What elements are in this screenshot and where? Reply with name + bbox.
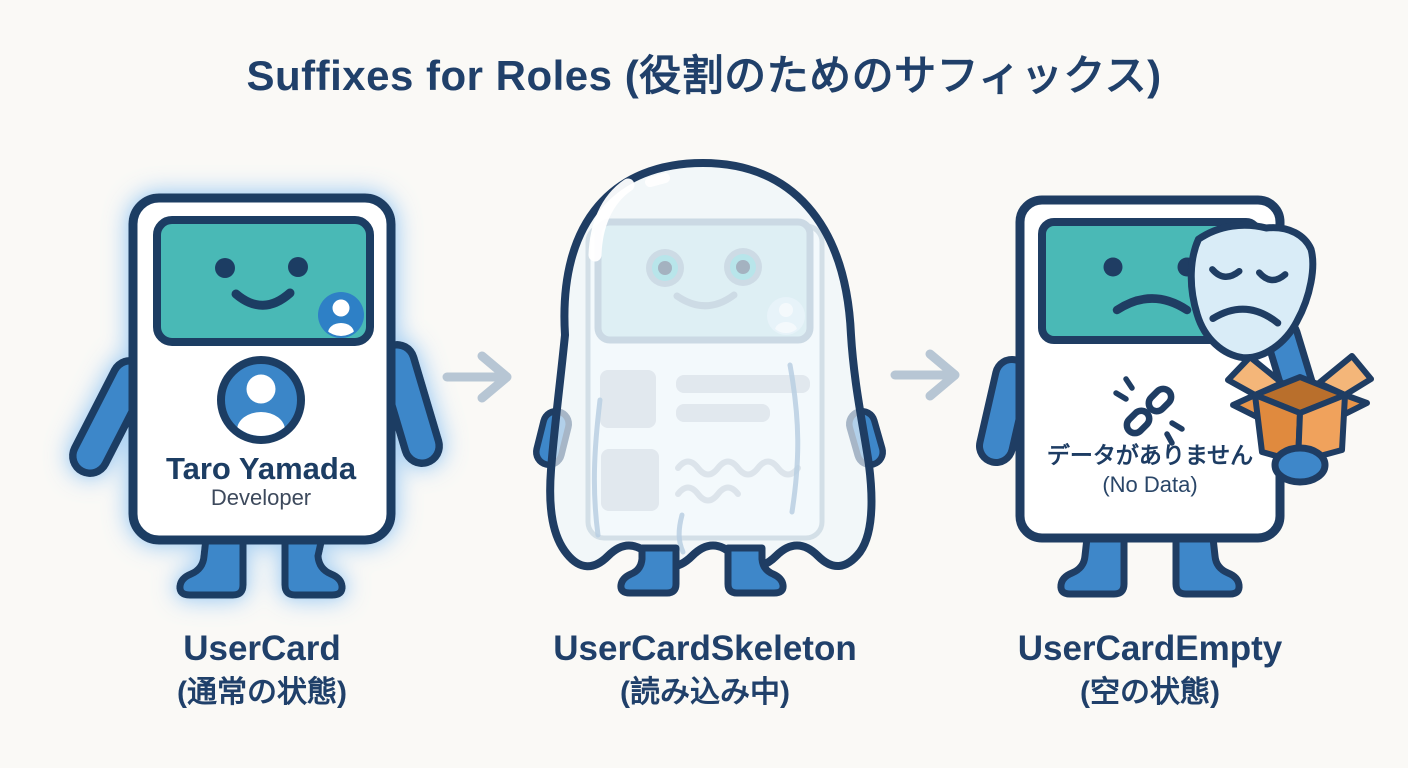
- label-usercard-empty: UserCardEmpty: [1018, 629, 1283, 668]
- empty-left-arm: [976, 356, 1032, 466]
- sublabel-usercard-skeleton: (読み込み中): [620, 675, 790, 709]
- usercard-right-arm: [376, 341, 443, 467]
- usercard-screen: [153, 216, 374, 346]
- broken-link-icon: [1113, 376, 1185, 446]
- user-role-text: Developer: [211, 485, 311, 510]
- figure-usercard-skeleton: [533, 163, 886, 597]
- skeleton-left-leg: [617, 544, 680, 597]
- sheet-fold-lines: [591, 362, 801, 555]
- right-arrow-icon: [890, 349, 960, 401]
- empty-right-hand: [1271, 444, 1329, 486]
- sheet-highlight: [588, 173, 670, 262]
- label-usercard: UserCard: [183, 629, 341, 668]
- usercard-left-leg: [176, 534, 247, 599]
- no-data-text: (No Data): [1102, 472, 1197, 497]
- user-name-text: Taro Yamada: [166, 451, 357, 486]
- right-arrow-icon: [442, 351, 512, 403]
- usercard-left-arm: [69, 357, 151, 477]
- figure-labels: UserCard (通常の状態) UserCardSkeleton (読み込み中…: [177, 629, 1283, 709]
- sad-mask-icon: [1187, 221, 1317, 362]
- user-avatar-icon: [217, 356, 305, 444]
- label-usercard-skeleton: UserCardSkeleton: [553, 629, 856, 668]
- skeleton-right-leg: [724, 544, 787, 597]
- sublabel-usercard: (通常の状態): [177, 675, 347, 709]
- page-title: Suffixes for Roles (役割のためのサフィックス): [246, 52, 1161, 99]
- happy-face-icon: [215, 257, 308, 310]
- empty-box-icon: [1225, 353, 1374, 465]
- sublabel-usercard-empty: (空の状態): [1080, 675, 1220, 709]
- figure-usercard-empty: データがありません (No Data): [976, 195, 1374, 598]
- usercard-right-leg: [281, 534, 346, 599]
- empty-message-text: データがありません: [1047, 442, 1253, 468]
- empty-right-leg: [1172, 534, 1243, 598]
- figure-usercard: Taro Yamada Developer: [69, 193, 443, 599]
- empty-left-leg: [1057, 534, 1128, 598]
- person-badge-icon: [318, 292, 364, 338]
